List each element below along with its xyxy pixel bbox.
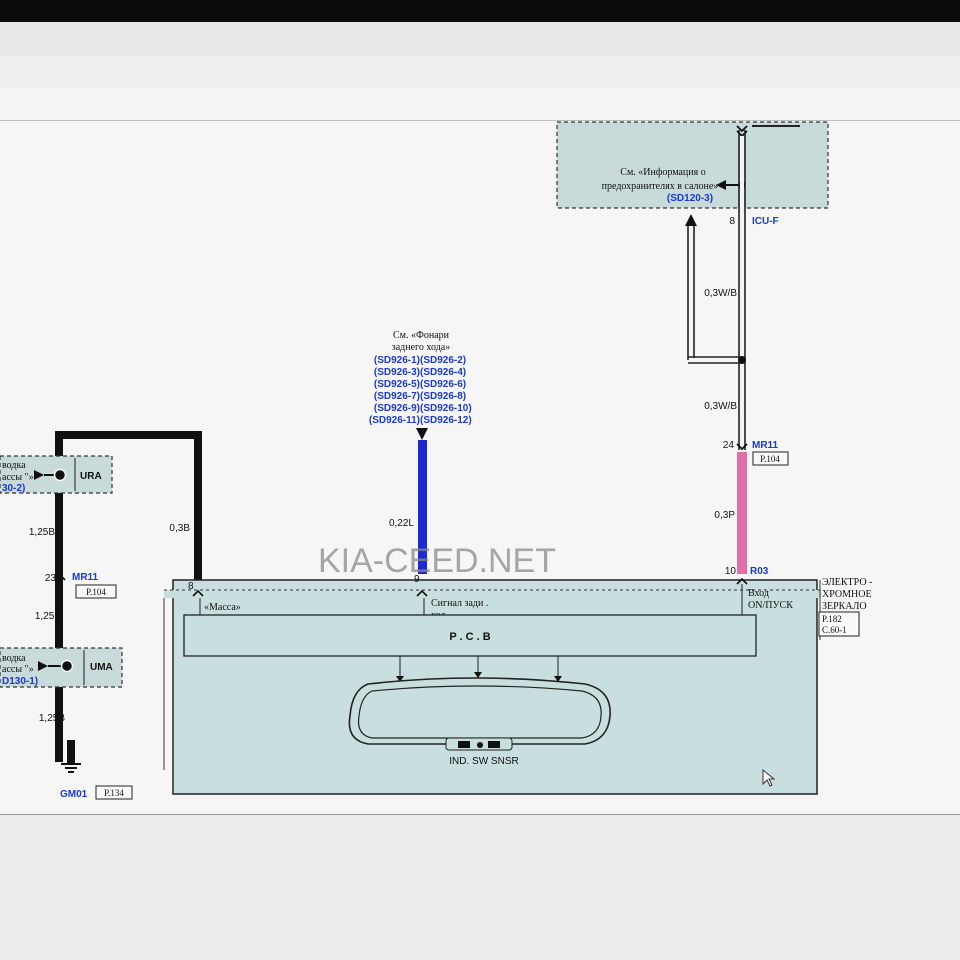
mirror-bottom-label: IND. SW SNSR xyxy=(449,756,518,767)
pcb-lead-arrow-1 xyxy=(396,676,404,682)
fuse-info-line1: См. «Информация о xyxy=(620,167,705,178)
mr11-left-chevron xyxy=(54,573,66,581)
document-header-strip xyxy=(0,88,960,121)
mirror-outline-outer xyxy=(348,677,611,745)
pin-10-chevron xyxy=(736,577,748,585)
ura-link[interactable]: 30-2) xyxy=(2,483,25,494)
pin-8-chevron xyxy=(192,589,204,597)
mr11-right-page-box xyxy=(752,451,789,466)
pin-r03: R03 xyxy=(750,566,769,577)
mr11-right-page[interactable]: P.104 xyxy=(760,454,780,464)
uma-label-2: ассы "» xyxy=(2,664,34,675)
fuse-info-line2: предохранителях в салоне» xyxy=(602,181,719,192)
input-label-1: Вход xyxy=(748,588,769,599)
sd926-link[interactable]: (SD926-2) xyxy=(420,355,466,366)
wire-label-left-a: 1,25B xyxy=(29,527,55,538)
connector-strip xyxy=(164,590,821,598)
pcb-lead-arrow-3 xyxy=(554,676,562,682)
pin-10: 10 xyxy=(725,566,737,577)
pcb-lead-arrow-2 xyxy=(474,672,482,678)
mr11-right-chevron xyxy=(736,443,748,451)
uma-arrow xyxy=(38,661,48,671)
return-junction-dot xyxy=(738,356,746,364)
light-sensor xyxy=(488,741,500,748)
pcb-board xyxy=(183,614,757,657)
mr11-left-page[interactable]: P.104 xyxy=(86,587,106,597)
gm01-page-box xyxy=(95,785,133,800)
ura-junction-dot xyxy=(53,468,67,482)
sd926-link[interactable]: (SD926-10) xyxy=(420,403,472,414)
ura-arrow xyxy=(34,470,44,480)
sd926-link[interactable]: (SD926-3) xyxy=(374,367,420,378)
mirror-outline-inner xyxy=(357,685,602,739)
reverse-lamp-links: (SD926-1) (SD926-2) (SD926-3) (SD926-4) … xyxy=(369,355,472,426)
fuse-info-link[interactable]: (SD120-3) xyxy=(667,193,713,204)
sd926-link[interactable]: (SD926-12) xyxy=(420,415,472,426)
wire-label-black: 0,3B xyxy=(169,523,190,534)
fuse-box-panel xyxy=(556,121,829,209)
gm01-page[interactable]: P.134 xyxy=(104,788,124,798)
mirror-title-1: ЭЛЕКТРО - xyxy=(822,577,872,588)
mirror-switch-button xyxy=(477,742,483,748)
mr11-left-page-box xyxy=(75,584,117,599)
mr11-right-name: MR11 xyxy=(752,440,779,451)
sd926-link[interactable]: (SD926-4) xyxy=(420,367,466,378)
mass-label: «Масса» xyxy=(204,602,241,613)
pin-9-chevron xyxy=(416,589,428,597)
sd926-link[interactable]: (SD926-5) xyxy=(374,379,420,390)
mirror-ref-c[interactable]: C.60-1 xyxy=(822,625,847,635)
pink-wire xyxy=(737,452,747,574)
mirror-ref-page[interactable]: P.182 xyxy=(822,614,842,624)
pin-9: 9 xyxy=(414,574,420,585)
wire-label-pink: 0,3P xyxy=(714,510,735,521)
uma-link[interactable]: D130-1) xyxy=(2,676,38,687)
window-toolbar xyxy=(0,22,960,57)
sd926-link[interactable]: (SD926-6) xyxy=(420,379,466,390)
mr11-left-pin: 23 xyxy=(45,573,57,584)
mirror-title-3: ЗЕРКАЛО xyxy=(822,601,867,612)
icu-pin: 8 xyxy=(729,216,735,227)
top-chevron-1 xyxy=(736,125,748,133)
uma-connector: UMA xyxy=(90,662,113,673)
indicator-led xyxy=(458,741,470,748)
signal-label-1: Сигнал зади . xyxy=(431,598,488,609)
sd926-link[interactable]: (SD926-7) xyxy=(374,391,420,402)
return-arrow-head xyxy=(685,214,697,226)
mr11-left-name: MR11 xyxy=(72,572,99,583)
watermark: KIA-CEED.NET xyxy=(318,542,556,580)
blue-wire xyxy=(418,440,427,574)
sd926-link[interactable]: (SD926-1) xyxy=(374,355,420,366)
sd926-link[interactable]: (SD926-9) xyxy=(374,403,420,414)
icu-connector: ICU-F xyxy=(752,216,779,227)
wire-label-wb-2: 0,3W/B xyxy=(704,401,737,412)
sd926-link[interactable]: (SD926-8) xyxy=(420,391,466,402)
reverse-lamp-ref-line1: См. «Фонари xyxy=(393,330,450,341)
input-label-2: ON/ПУСК xyxy=(748,600,793,611)
mr11-right-pin: 24 xyxy=(723,440,735,451)
ura-label-1: водка xyxy=(2,460,26,471)
wire-label-wb-1: 0,3W/B xyxy=(704,288,737,299)
sd926-link[interactable]: (SD926-11) xyxy=(369,415,420,426)
mirror-title-2: ХРОМНОЕ xyxy=(822,589,872,600)
reverse-lamp-ref-line2: заднего хода» xyxy=(392,342,450,353)
document-background xyxy=(0,815,960,960)
wire-label-left-b: 1,25B xyxy=(35,611,61,622)
black-ground-wire xyxy=(55,431,202,762)
wire-label-left-c: 1,25B xyxy=(39,713,65,724)
mouse-cursor-icon xyxy=(762,768,776,787)
wire-label-blue: 0,22L xyxy=(389,518,414,529)
fuse-arrow-head xyxy=(716,180,726,190)
mirror-ref-box xyxy=(818,611,860,637)
pcb-label: P . C . B xyxy=(449,631,490,643)
uma-label-1: водка xyxy=(2,653,26,664)
uma-junction-dot xyxy=(60,659,74,673)
pin-8: 8 xyxy=(188,581,194,592)
ura-connector: URA xyxy=(80,471,102,482)
reverse-lamp-arrow xyxy=(416,428,428,440)
gm01-label: GM01 xyxy=(60,789,88,800)
ura-label-2: ассы "» xyxy=(2,472,34,483)
